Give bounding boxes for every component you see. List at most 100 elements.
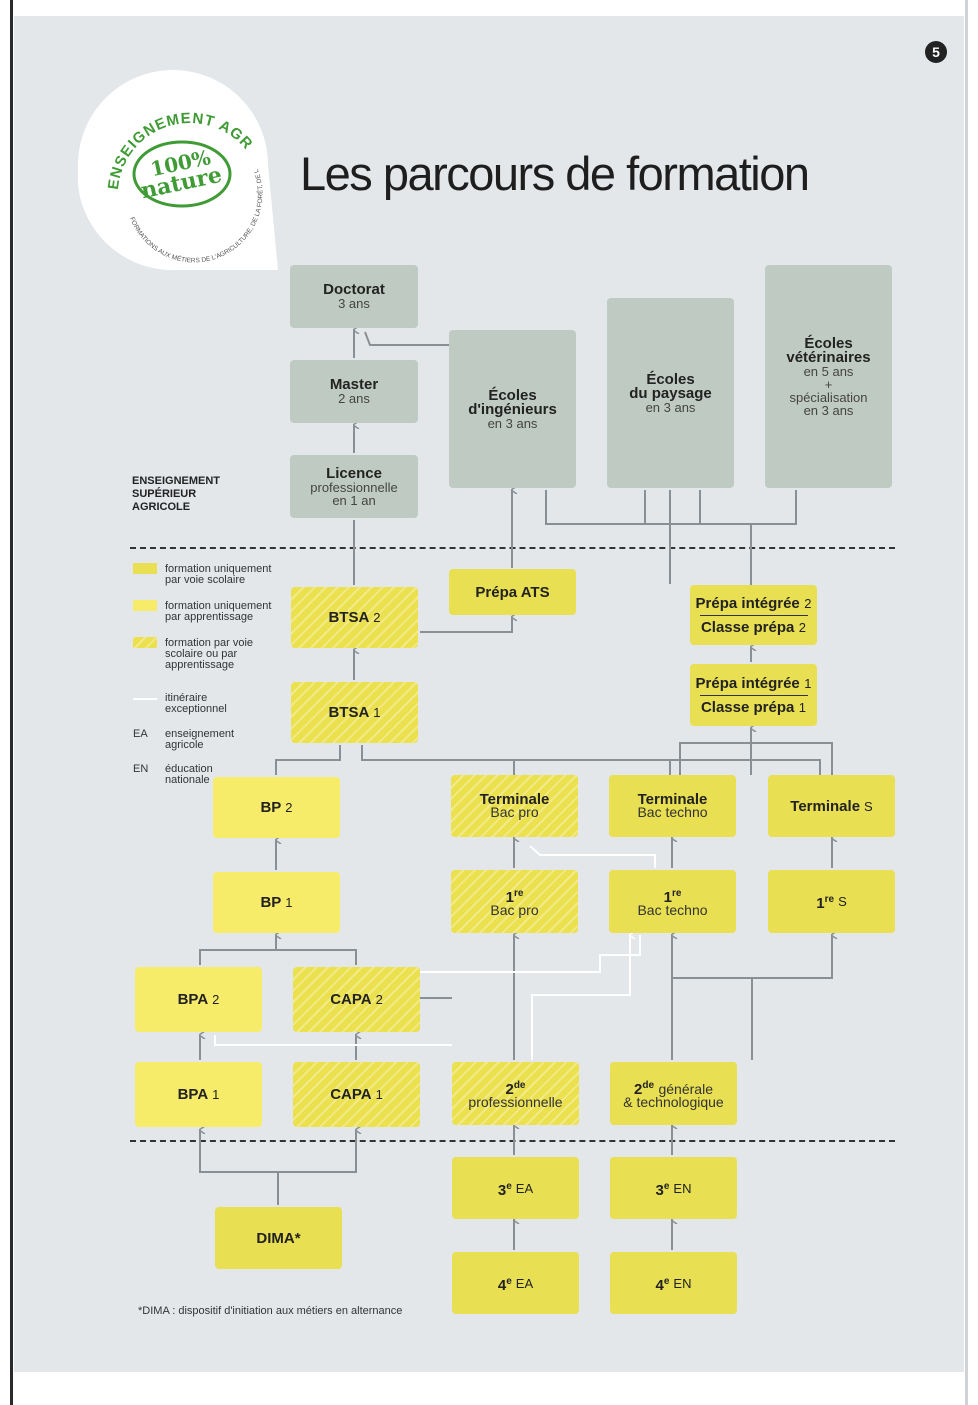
btsa2-title: BTSA	[328, 609, 370, 626]
bpa2-num: 2	[212, 992, 220, 1007]
box-prepa-ats: Prépa ATS	[449, 569, 576, 615]
capa2-num: 2	[375, 992, 383, 1007]
term-pro-sub: Bac pro	[490, 804, 539, 820]
dima-title: DIMA*	[256, 1229, 301, 1247]
seconde-pro-sup: de	[513, 1079, 526, 1091]
term-techno-title: Terminale	[637, 791, 708, 808]
logo-100-nature: ENSEIGNEMENT AGRICOLE 100% nature FORMAT…	[78, 70, 278, 270]
prepa1-num2: 1	[798, 699, 807, 715]
veterinaires-sub2: +	[824, 376, 833, 392]
page-right-edge	[965, 0, 968, 1405]
ingenieurs-title2: d'ingénieurs	[468, 400, 557, 418]
box-prepa-2: Prépa intégrée 2 Classe prépa 2	[690, 585, 817, 645]
box-licence: Licence professionnelle en 1 an	[290, 455, 418, 518]
legend-mixte: formation par voie scolaire ou par appre…	[165, 637, 254, 671]
seconde-gt-sup: de	[642, 1079, 655, 1091]
bp1-title: BP	[260, 894, 282, 911]
prepa-ats-title: Prépa ATS	[475, 583, 550, 601]
premiere-s-sup: re	[824, 894, 835, 905]
licence-sub2: en 1 an	[332, 492, 376, 508]
ingenieurs-title1: Écoles	[488, 386, 537, 404]
btsa2-num: 2	[373, 610, 381, 625]
bpa2-title: BPA	[177, 991, 209, 1008]
separator-college	[130, 1140, 895, 1142]
premiere-techno-sup: re	[671, 887, 682, 899]
troisieme-ea-sup: e	[506, 1180, 512, 1192]
premiere-pro-sub: Bac pro	[490, 901, 539, 918]
legend-apprentissage: formation uniquement par apprentissage	[165, 600, 272, 623]
box-doctorat: Doctorat 3 ans	[290, 265, 418, 328]
seconde-pro-title: 2	[505, 1080, 514, 1098]
legend-code-ea: EA	[133, 728, 148, 740]
capa1-num: 1	[375, 1087, 383, 1102]
quatrieme-en-sup: e	[663, 1275, 670, 1287]
veterinaires-sub4: en 3 ans	[803, 402, 854, 418]
btsa1-title: BTSA	[328, 704, 370, 721]
quatrieme-ea-sup: e	[506, 1275, 512, 1287]
btsa1-num: 1	[373, 705, 381, 720]
legend-swatch-mixte	[133, 637, 157, 648]
paysage-duration: en 3 ans	[645, 399, 696, 415]
premiere-s-title: 1	[816, 895, 825, 912]
bpa1-num: 1	[212, 1087, 220, 1102]
prepa1-line1: Prépa intégrée	[695, 674, 800, 692]
page-title: Les parcours de formation	[300, 147, 810, 200]
bp2-num: 2	[285, 800, 293, 815]
licence-title: Licence	[326, 464, 382, 482]
legend-ea: enseignement agricole	[165, 728, 235, 751]
prepa2-line2: Classe prépa	[700, 618, 795, 636]
legend-itineraire: itinéraire exceptionnel	[165, 692, 227, 715]
paysage-title2: du paysage	[629, 384, 712, 402]
seconde-gt-title: 2	[634, 1080, 643, 1098]
troisieme-en-num: EN	[673, 1180, 692, 1196]
premiere-s-num: S	[838, 894, 847, 909]
seconde-gt-sub1: générale	[658, 1080, 713, 1097]
bp1-num: 1	[285, 895, 293, 910]
box-terminale-pro: Terminale Bac pro	[451, 775, 578, 837]
box-master: Master 2 ans	[290, 360, 418, 423]
legend-scolaire: formation uniquement par voie scolaire	[165, 563, 272, 586]
box-ecoles-paysage: Écoles du paysage en 3 ans	[607, 298, 734, 488]
box-premiere-pro: 1re Bac pro	[451, 870, 578, 933]
page-number: 5	[925, 41, 947, 63]
page-binding-edge	[10, 0, 13, 1405]
master-duration: 2 ans	[338, 391, 370, 406]
box-ecoles-veterinaires: Écoles vétérinaires en 5 ans + spécialis…	[765, 265, 892, 488]
legend-swatch-apprentissage	[133, 600, 157, 611]
bp2-title: BP	[260, 799, 282, 816]
premiere-techno-sub: Bac techno	[637, 901, 708, 918]
troisieme-ea-title: 3	[497, 1181, 507, 1199]
seconde-pro-sub: professionnelle	[468, 1093, 563, 1110]
premiere-techno-title: 1	[663, 888, 672, 906]
box-dima: DIMA*	[215, 1207, 342, 1269]
box-seconde-pro: 2de professionnelle	[452, 1062, 579, 1125]
ingenieurs-duration: en 3 ans	[487, 415, 538, 431]
box-terminale-techno: Terminale Bac techno	[609, 775, 736, 837]
term-s-title: Terminale	[790, 797, 861, 815]
master-title: Master	[329, 376, 379, 393]
doctorat-title: Doctorat	[323, 281, 385, 298]
capa1-title: CAPA	[330, 1086, 372, 1103]
legend-en: éducation nationale	[165, 763, 213, 786]
premiere-pro-title: 1	[505, 888, 514, 906]
capa2-title: CAPA	[330, 991, 372, 1008]
prepa2-num1: 2	[804, 595, 812, 611]
term-techno-sub: Bac techno	[637, 804, 708, 820]
box-ecoles-ingenieurs: Écoles d'ingénieurs en 3 ans	[449, 330, 576, 488]
box-premiere-techno: 1re Bac techno	[609, 870, 736, 933]
prepa1-line2: Classe prépa	[700, 698, 795, 716]
legend-line-exceptionnel	[133, 698, 157, 700]
legend-code-en: EN	[133, 763, 149, 775]
